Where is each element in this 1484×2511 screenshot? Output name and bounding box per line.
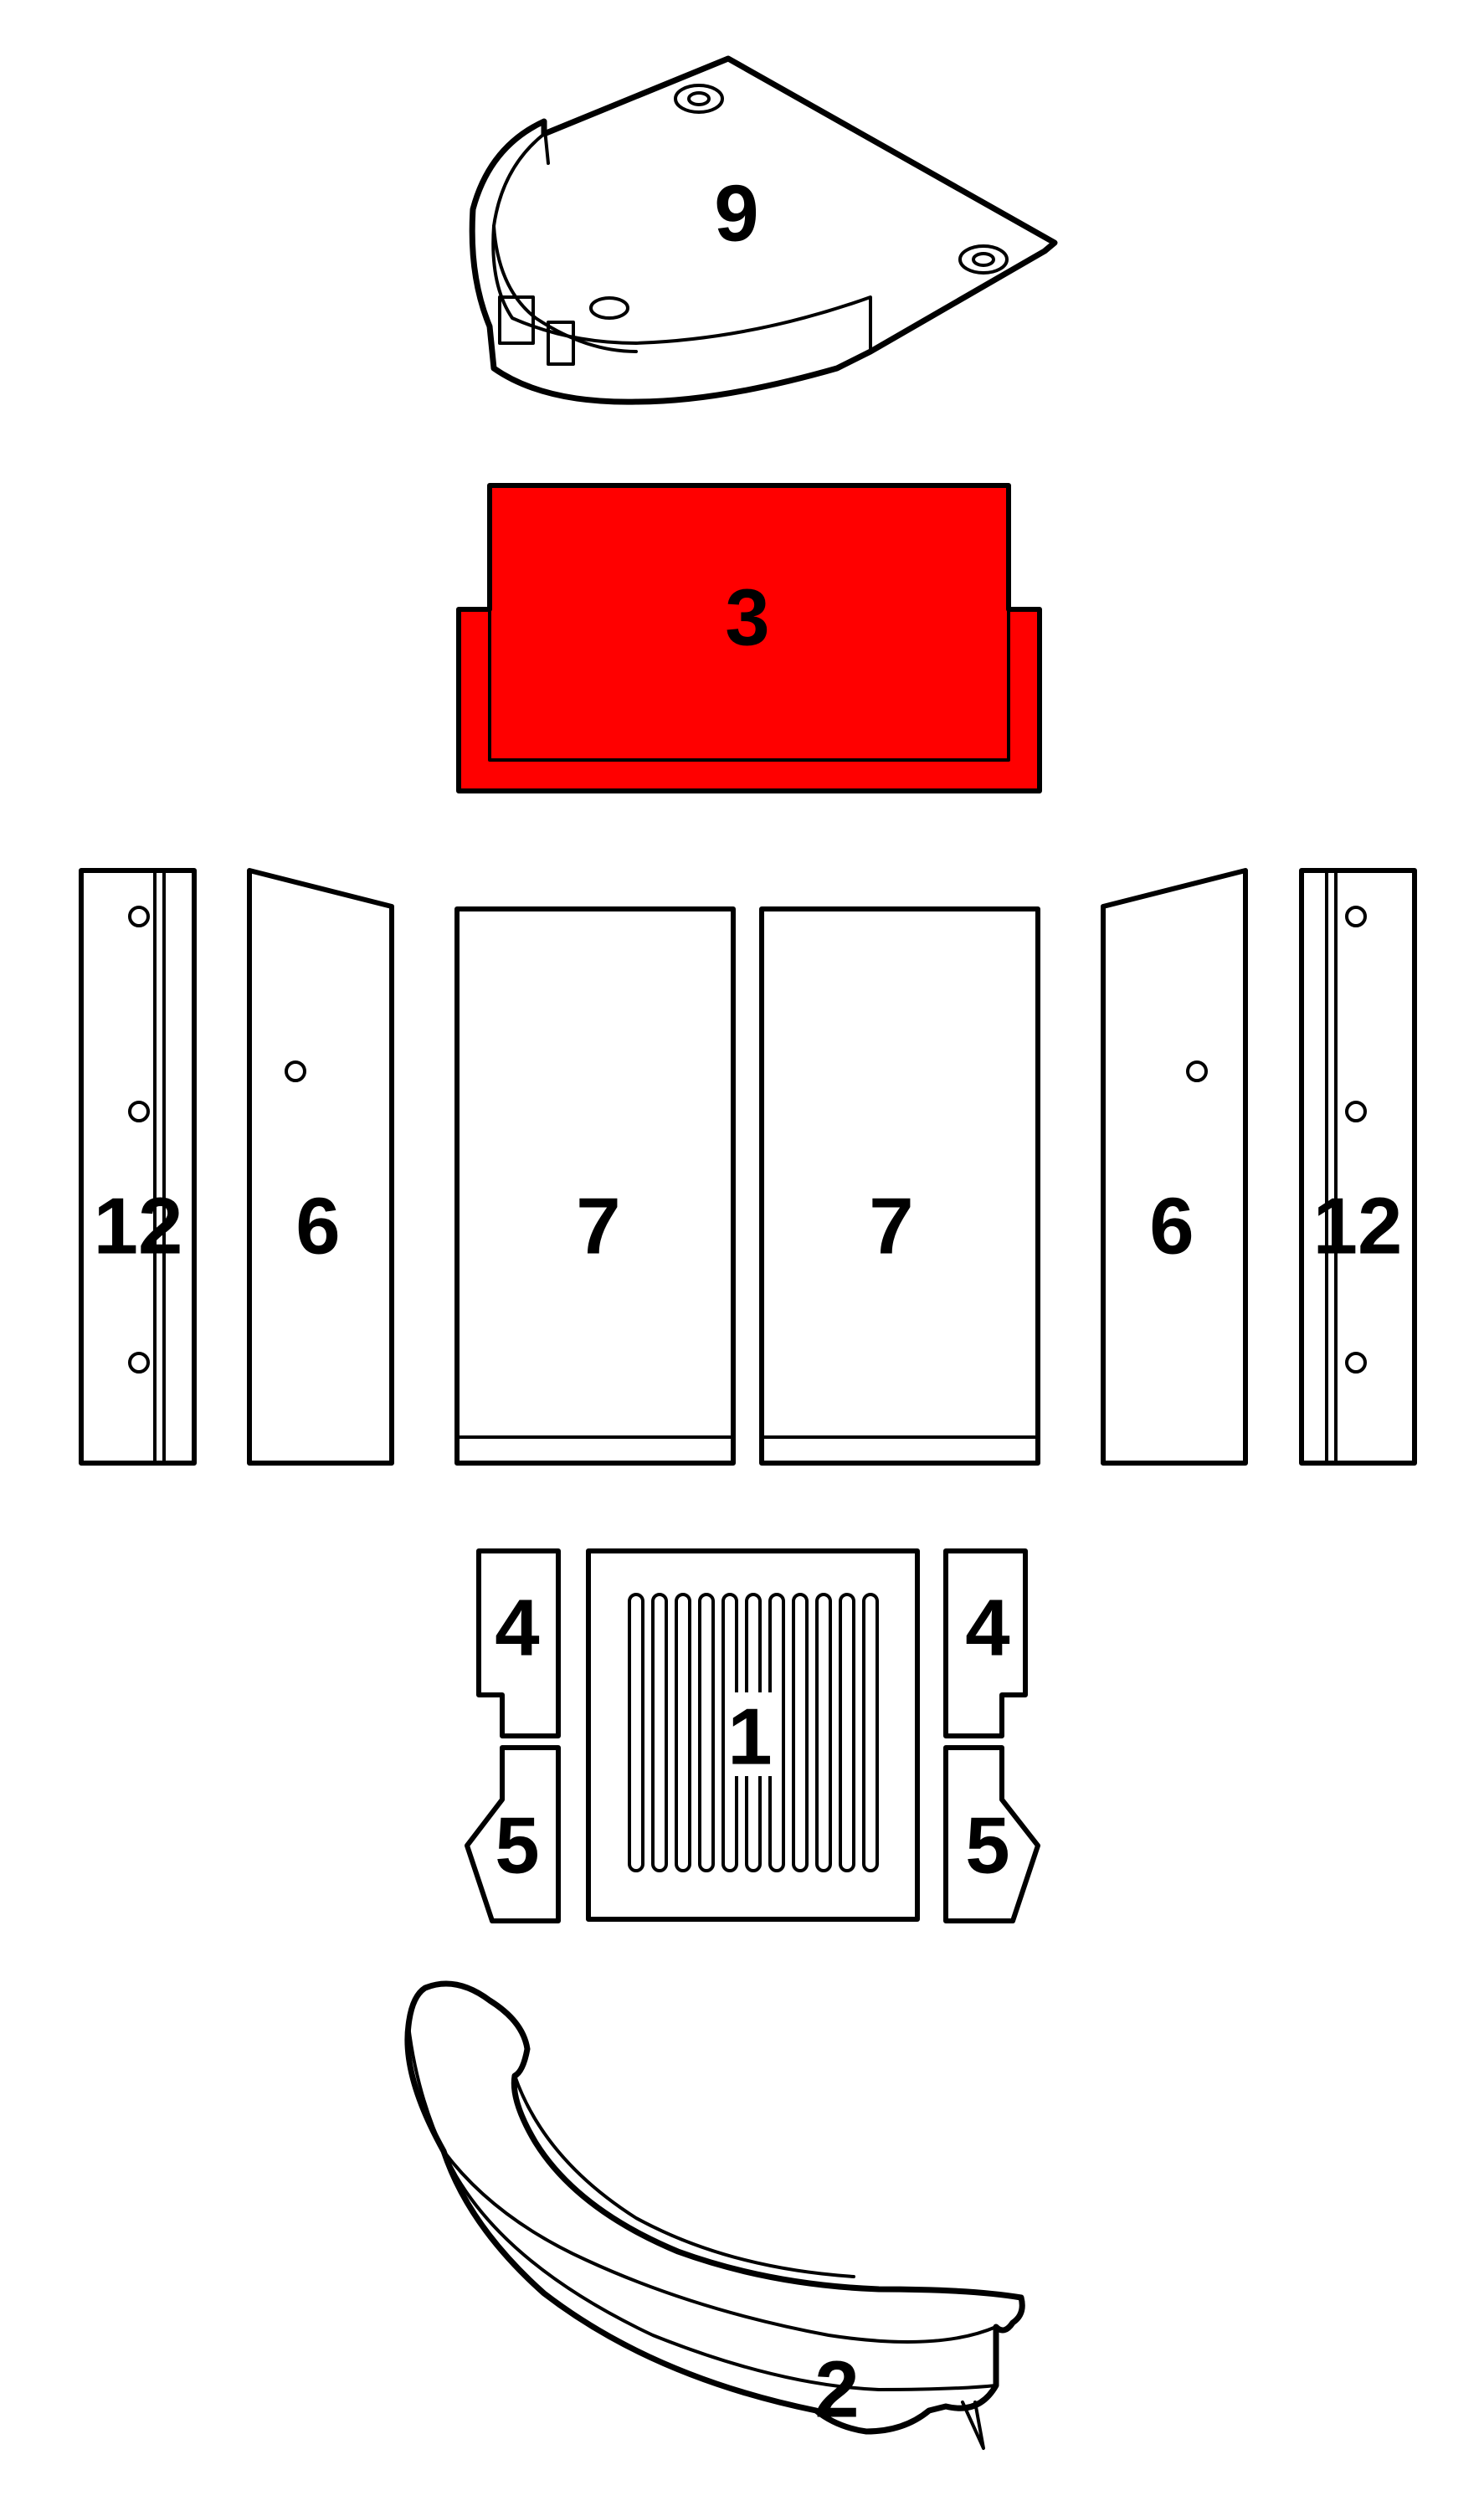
- part-6-right-brick[interactable]: 6: [1101, 868, 1248, 1466]
- part-5-left-brick[interactable]: 5: [465, 1745, 561, 1923]
- part-12-left-brick[interactable]: 12: [79, 868, 197, 1466]
- part-6-left-brick[interactable]: 6: [247, 868, 394, 1466]
- part-4-right-brick[interactable]: 4: [943, 1548, 1028, 1738]
- part-6-left-label: 6: [295, 1182, 340, 1271]
- part-1-label: 1: [727, 1692, 772, 1782]
- part-4-right-label: 4: [965, 1584, 1009, 1673]
- part-5-right-label: 5: [965, 1801, 1009, 1891]
- part-5-right-brick[interactable]: 5: [943, 1745, 1040, 1923]
- part-12-right-label: 12: [1313, 1182, 1403, 1271]
- part-9-label: 9: [714, 169, 758, 259]
- part-3-back-brick[interactable]: 3: [456, 483, 1042, 793]
- part-4-left-label: 4: [495, 1584, 539, 1673]
- part-9-deflector[interactable]: 9: [469, 55, 1058, 405]
- part-6-right-label: 6: [1149, 1182, 1194, 1271]
- part-7-right-label: 7: [869, 1182, 913, 1271]
- part-3-label: 3: [725, 573, 769, 663]
- part-1-grate-brick[interactable]: 1: [586, 1548, 920, 1922]
- part-3-fill: [456, 483, 1042, 793]
- part-2-label: 2: [814, 2345, 859, 2435]
- part-12-right-brick[interactable]: 12: [1299, 868, 1417, 1466]
- grate-slots: [628, 1593, 879, 1872]
- part-7-right-brick[interactable]: 7: [759, 906, 1040, 1466]
- part-4-left-brick[interactable]: 4: [476, 1548, 561, 1738]
- part-2-front-brick[interactable]: 2: [404, 1980, 1025, 2450]
- part-7-left-brick[interactable]: 7: [454, 906, 736, 1466]
- part-12-left-label: 12: [94, 1182, 183, 1271]
- part-7-left-label: 7: [576, 1182, 620, 1271]
- part-5-left-label: 5: [495, 1801, 539, 1891]
